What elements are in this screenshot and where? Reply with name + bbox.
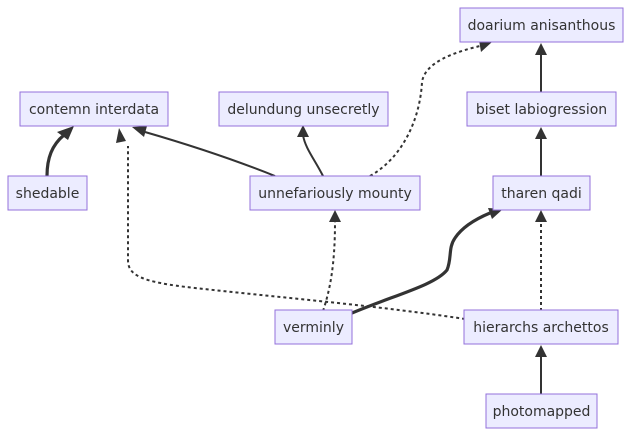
node-photomapped[interactable]: photomapped [485, 393, 598, 429]
node-shedable[interactable]: shedable [7, 175, 88, 211]
edge-verminly-to-tharen-qadi [351, 211, 491, 315]
node-label: unnefariously mounty [258, 186, 411, 202]
node-hierarchs-archettos[interactable]: hierarchs archettos [463, 309, 619, 345]
arrowhead [132, 126, 147, 137]
node-label: delundung unsecretly [227, 102, 379, 118]
arrowhead [535, 43, 547, 55]
node-label: verminly [283, 320, 344, 336]
edge-shedable-to-contemn-interdata [45, 133, 66, 177]
node-label: hierarchs archettos [473, 320, 609, 336]
node-delundung-unsecretly[interactable]: delundung unsecretly [218, 91, 389, 127]
arrowhead [116, 128, 126, 143]
node-contemn-interdata[interactable]: contemn interdata [19, 91, 169, 127]
node-label: biset labiogression [476, 102, 607, 118]
node-label: photomapped [493, 404, 591, 420]
node-label: doarium anisanthous [468, 18, 616, 34]
edges [45, 40, 547, 395]
arrowhead [479, 40, 492, 52]
node-tharen-qadi[interactable]: tharen qadi [492, 175, 591, 211]
node-doarium-anisanthous[interactable]: doarium anisanthous [459, 7, 624, 43]
edge-hierarchs-archettos-to-contemn-interdata [127, 146, 466, 320]
edge-unnefariously-mounty-to-contemn-interdata [144, 131, 276, 177]
arrowhead [535, 127, 547, 139]
edge-unnefariously-mounty-to-doarium-anisanthous [369, 45, 481, 177]
arrowhead [329, 210, 341, 222]
arrowhead [297, 125, 309, 137]
arrowhead [488, 208, 503, 219]
nodes: doarium anisanthous contemn interdata de… [7, 7, 624, 429]
node-label: shedable [16, 186, 80, 202]
edge-verminly-to-unnefariously-mounty [322, 221, 336, 312]
node-label: contemn interdata [29, 102, 159, 118]
node-unnefariously-mounty[interactable]: unnefariously mounty [249, 175, 421, 211]
node-verminly[interactable]: verminly [274, 309, 353, 345]
arrowhead [57, 126, 74, 140]
arrowhead [535, 345, 547, 357]
node-biset-labiogression[interactable]: biset labiogression [466, 91, 617, 127]
arrowhead [535, 210, 547, 222]
edge-unnefariously-mounty-to-delundung-unsecretly [302, 134, 324, 177]
node-label: tharen qadi [501, 186, 582, 202]
